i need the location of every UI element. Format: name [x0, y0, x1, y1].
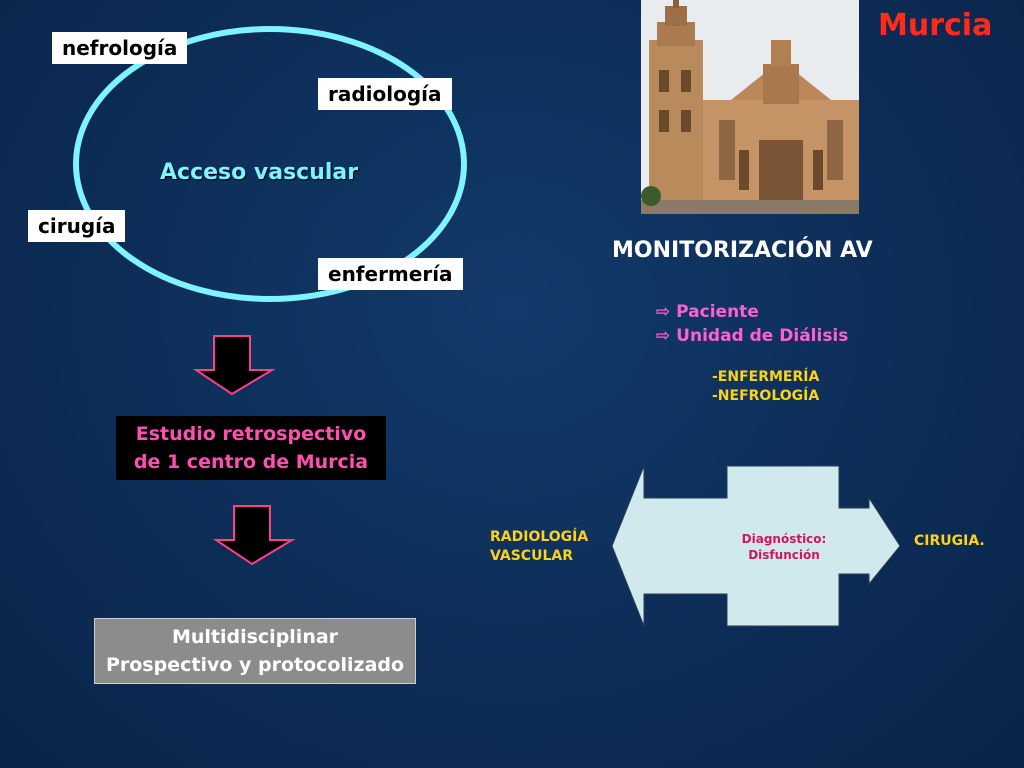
- monitoring-title: MONITORIZACIÓN AV: [612, 238, 873, 263]
- left-label-line-1: RADIOLOGÍA: [490, 529, 589, 545]
- bullet-paciente: ⇨ Paciente: [656, 302, 759, 322]
- cathedral-photo: [641, 0, 859, 214]
- study-line-2: de 1 centro de Murcia: [133, 451, 369, 473]
- right-arrow-outline-icon: ⇨: [656, 302, 671, 322]
- node-cirugia: cirugía: [28, 210, 126, 242]
- diagnosis-line-1: Diagnóstico:: [741, 532, 827, 546]
- node-enfermeria: enfermería: [318, 258, 463, 290]
- bullet-text: Paciente: [676, 302, 759, 322]
- node-radiologia: radiología: [318, 78, 452, 110]
- node-nefrologia: nefrología: [52, 32, 188, 64]
- left-label-line-2: VASCULAR: [490, 548, 573, 564]
- left-label: RADIOLOGÍA VASCULAR: [490, 528, 588, 566]
- sub-nefrologia: -NEFROLOGÍA: [712, 388, 820, 404]
- down-arrow-icon: [212, 505, 296, 566]
- diagnosis-label: Diagnóstico: Disfunción: [724, 531, 844, 563]
- right-label-cirugia: CIRUGIA.: [914, 533, 985, 549]
- diagnosis-arrow-shape: [612, 465, 901, 627]
- bullet-text: Unidad de Diálisis: [676, 326, 849, 346]
- down-arrow-icon: [192, 335, 276, 396]
- diagnosis-line-2: Disfunción: [748, 548, 820, 562]
- murcia-title: Murcia: [878, 8, 993, 43]
- multi-line-2: Prospectivo y protocolizado: [105, 654, 405, 676]
- sub-enfermeria: -ENFERMERÍA: [712, 369, 820, 385]
- retrospective-study-box: Estudio retrospectivo de 1 centro de Mur…: [116, 416, 386, 480]
- vascular-access-ellipse: [73, 26, 467, 302]
- bullet-unidad-dialisis: ⇨ Unidad de Diálisis: [656, 326, 848, 346]
- study-line-1: Estudio retrospectivo: [135, 423, 367, 445]
- multidisciplinary-box: Multidisciplinar Prospectivo y protocoli…: [94, 618, 416, 684]
- cycle-center-label: Acceso vascular: [160, 160, 359, 185]
- right-arrow-outline-icon: ⇨: [656, 326, 671, 346]
- multi-line-1: Multidisciplinar: [171, 626, 339, 648]
